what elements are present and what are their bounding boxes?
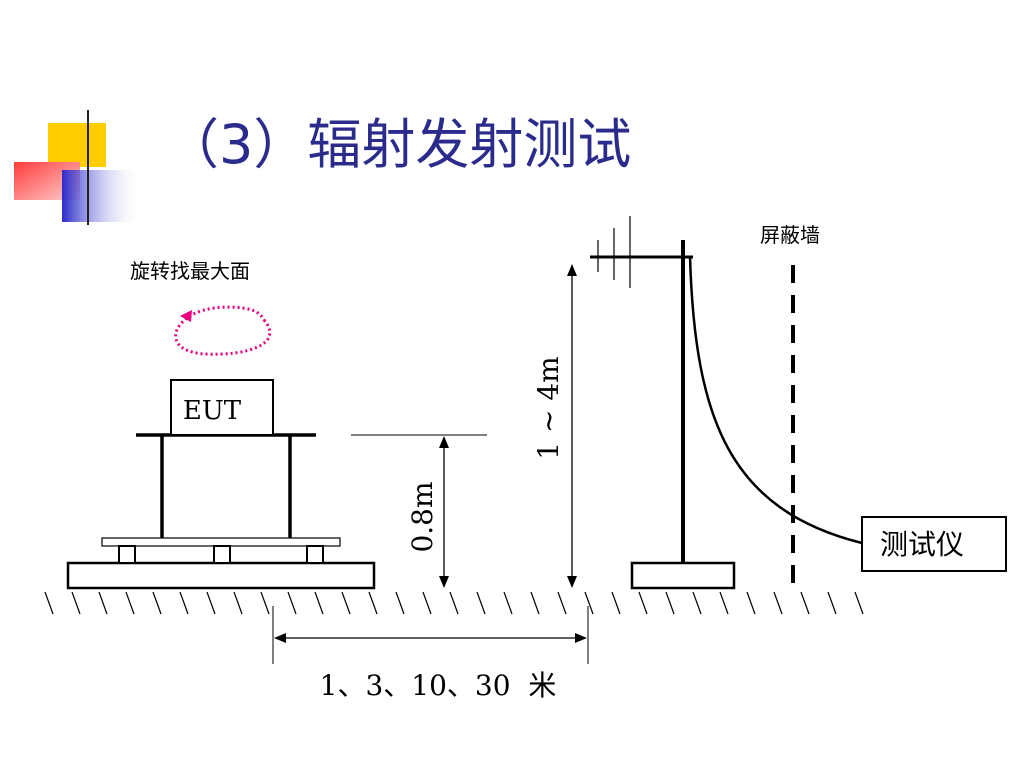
shield-wall: 屏蔽墙 — [760, 223, 820, 595]
antenna-cable — [688, 256, 863, 545]
ground — [44, 591, 864, 615]
distance-label: 1、3、10、30 米 — [320, 669, 557, 702]
turntable-roller — [118, 545, 136, 564]
antenna-height-label: 1 ~ 4m — [532, 356, 565, 459]
rotate-label: 旋转找最大面 — [130, 259, 250, 283]
title-decoration — [14, 110, 960, 225]
turntable-roller — [306, 545, 324, 564]
eut-label: EUT — [183, 396, 242, 426]
receiver-label: 测试仪 — [880, 528, 964, 561]
turntable-roller — [213, 545, 231, 564]
table-height-dimension: 0.8m — [351, 434, 487, 588]
turntable-setup: EUT — [66, 379, 376, 590]
table-height-label: 0.8m — [406, 481, 439, 552]
eut-box — [170, 379, 274, 436]
antenna-mast — [590, 216, 863, 590]
receiver-box — [861, 516, 1007, 572]
page-title: （3）辐射发射测试 — [165, 113, 632, 176]
antenna-height-dimension: 1 ~ 4m — [532, 264, 577, 588]
distance-dimension: 1、3、10、30 米 — [272, 606, 589, 702]
turntable-base — [66, 561, 376, 590]
receiver: 测试仪 — [861, 516, 1007, 572]
rotation-arrowhead-icon — [180, 310, 192, 322]
rotation-indicator: 旋转找最大面 — [130, 259, 272, 356]
turntable-top — [101, 537, 341, 547]
mast-base — [630, 561, 736, 590]
shield-wall-label: 屏蔽墙 — [760, 223, 820, 247]
